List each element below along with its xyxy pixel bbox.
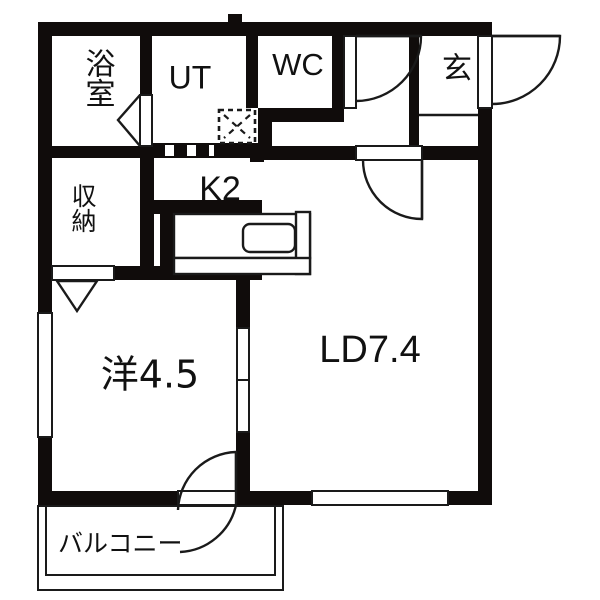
- room-label-bedroom: 洋4.5: [101, 353, 199, 397]
- room-label-kitchen: K2: [199, 170, 241, 208]
- bedroom-window-left: [37, 312, 53, 438]
- bedroom-sliding-door[interactable]: [236, 327, 250, 433]
- top-wall-notch: [228, 14, 242, 24]
- bedroom-door[interactable]: [176, 450, 238, 554]
- bathroom-door[interactable]: [116, 94, 153, 147]
- room-label-balcony: バルコニー: [58, 529, 183, 558]
- room-label-bathroom: 浴室: [80, 48, 115, 108]
- ld-window-south: [311, 490, 449, 506]
- balcony-outline: [37, 505, 284, 591]
- kitchen-sink-basin: [241, 222, 297, 254]
- room-label-entrance: 玄: [442, 52, 472, 87]
- room-label-livingroom: LD7.4: [319, 329, 420, 371]
- wc-door[interactable]: [343, 34, 423, 109]
- kitchen-counter: [172, 210, 312, 276]
- washer-space-icon: [217, 108, 257, 145]
- room-label-closet: 収納: [68, 183, 97, 233]
- entrance-door[interactable]: [477, 34, 562, 109]
- hall-ld-door[interactable]: [355, 145, 424, 221]
- room-labels: 浴室 UT WC 玄 収納 K2 洋4.5 LD7.4 バルコニー: [58, 47, 472, 558]
- closet-opening[interactable]: [51, 265, 115, 314]
- room-label-toilet: WC: [272, 47, 324, 82]
- room-label-utility: UT: [169, 59, 212, 95]
- ut-threshold-dashed: [152, 145, 214, 156]
